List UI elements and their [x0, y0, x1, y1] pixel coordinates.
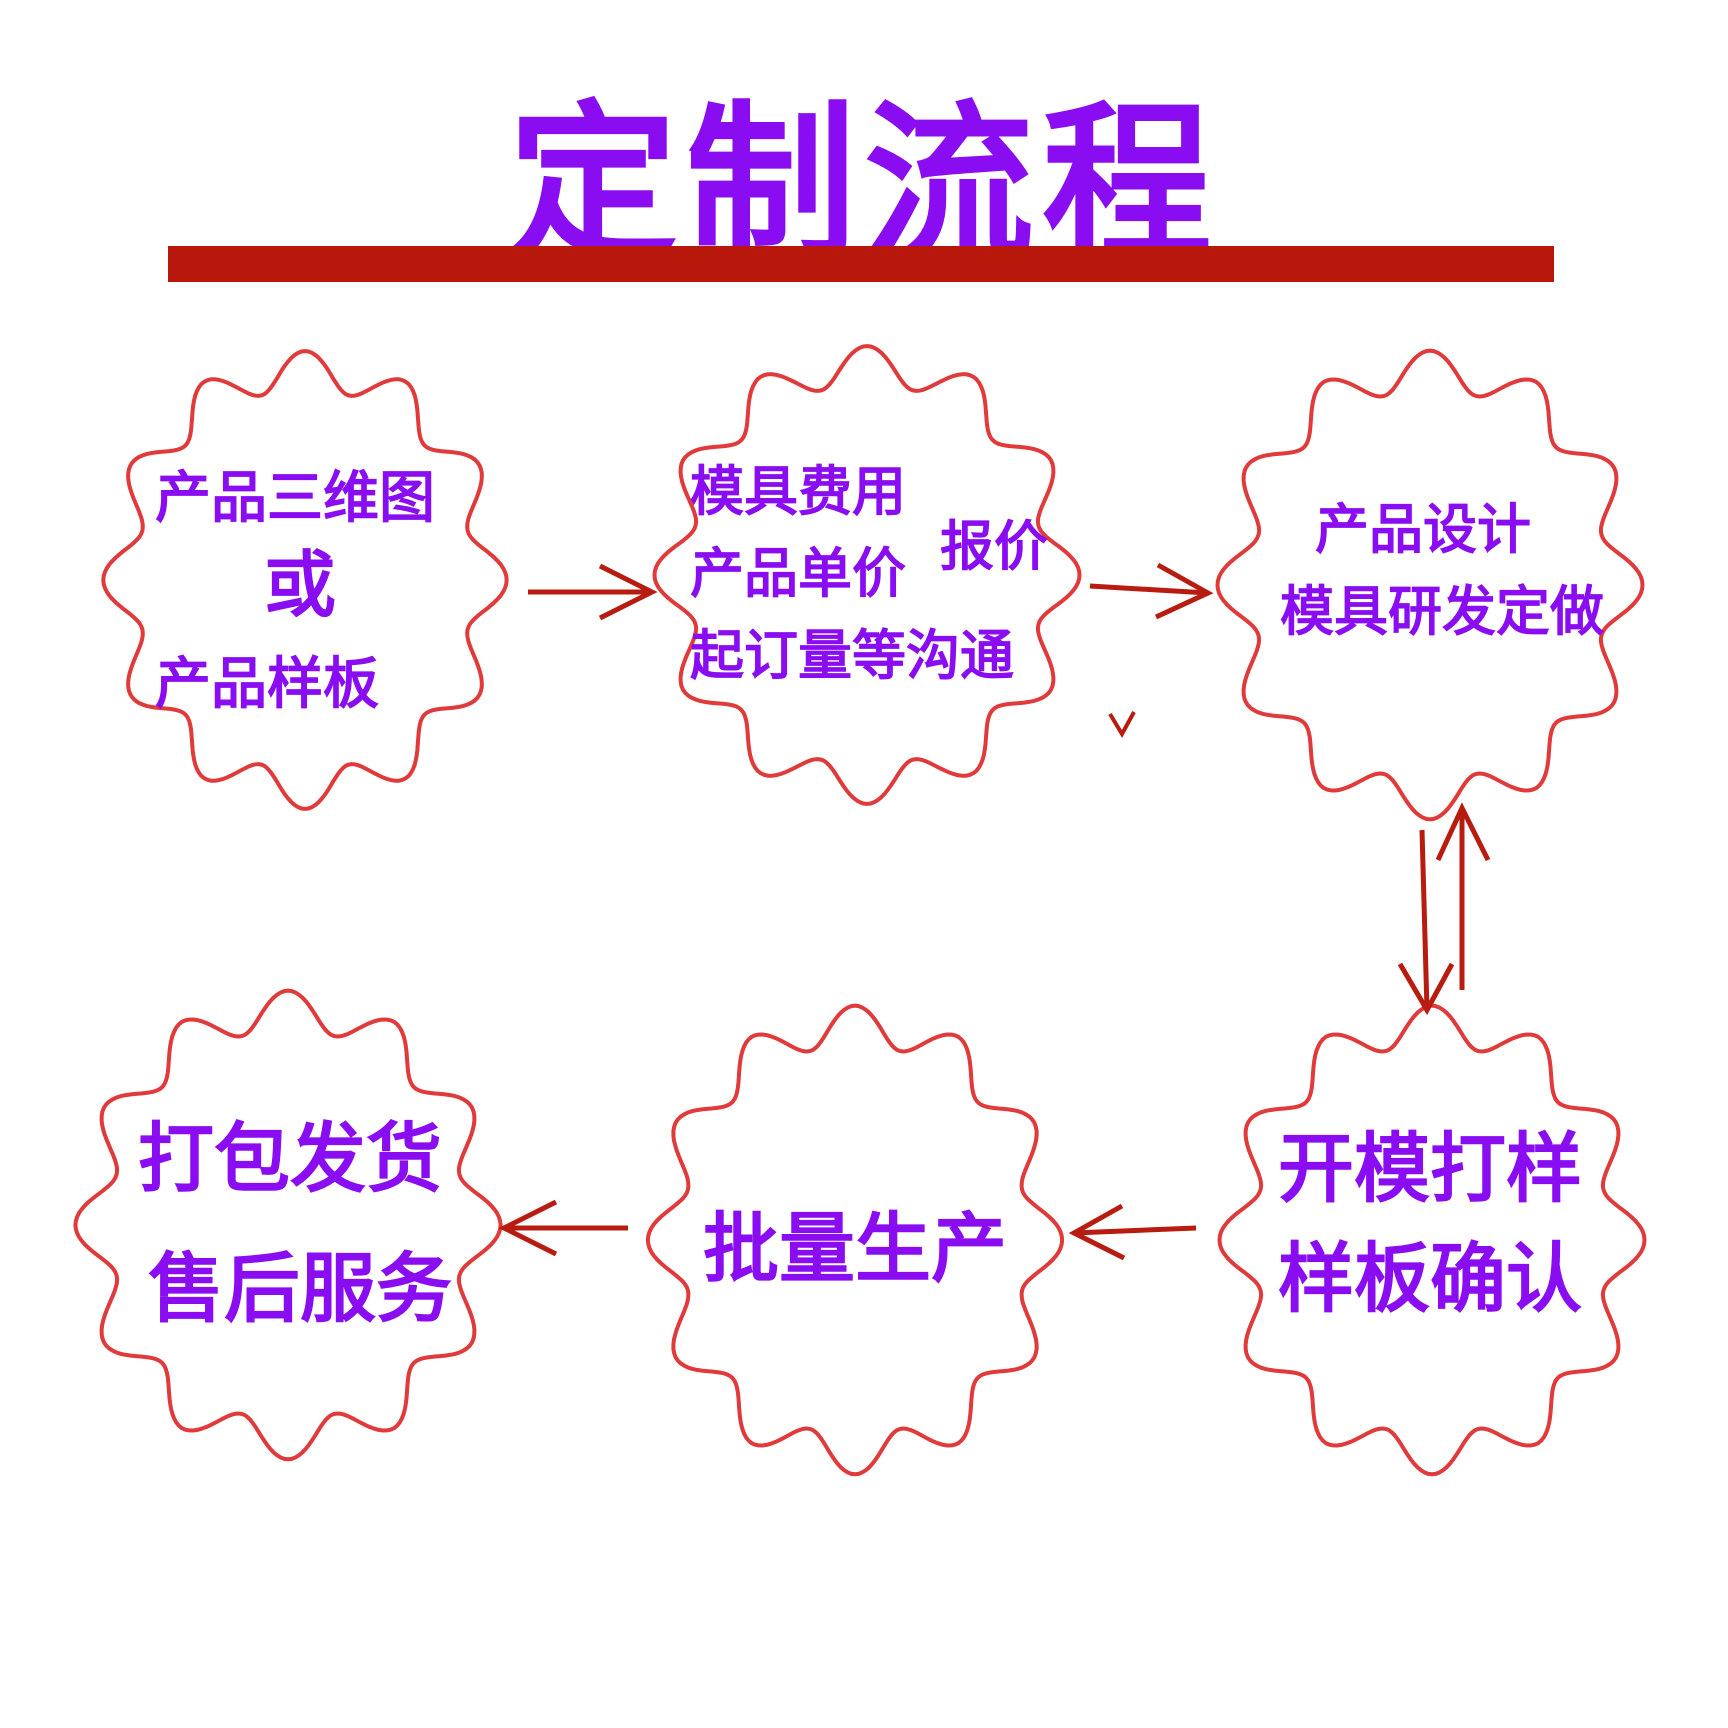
arrow-3-to-4 [1397, 829, 1455, 1016]
node-2-line-4: 报价 [940, 515, 1048, 578]
node-outline-1 [101, 349, 509, 811]
node-4-line-1: 开模打样 [1278, 1124, 1582, 1213]
node-2-line-2: 产品单价 [690, 542, 906, 605]
arrow-1-to-2 [528, 563, 658, 621]
node-outline-6 [73, 988, 503, 1462]
node-6-line-2: 售后服务 [148, 1244, 452, 1333]
node-outline-2 [652, 344, 1082, 806]
node-6-line-1: 打包发货 [138, 1114, 442, 1203]
node-4-line-2: 样板确认 [1278, 1234, 1582, 1323]
node-1-line-3: 产品样板 [155, 652, 379, 717]
title-underline-bar [168, 246, 1554, 282]
node-3-line-2: 模具研发定做 [1280, 580, 1604, 643]
arrow-2-to-3 [1089, 562, 1214, 620]
node-1-line-1: 产品三维图 [155, 466, 435, 531]
node-3-line-1: 产品设计 [1315, 498, 1531, 561]
node-1-line-2: 或 [264, 543, 336, 627]
node-outline-3 [1215, 348, 1645, 822]
stray-mark [1108, 711, 1136, 739]
arrow-4-to-5 [1068, 1203, 1197, 1261]
node-outline-5 [645, 1003, 1065, 1477]
arrow-5-to-6 [498, 1199, 628, 1257]
node-2-line-1: 模具费用 [690, 460, 906, 523]
node-5-line-1: 批量生产 [703, 1204, 1007, 1293]
node-2-line-3: 起订量等沟通 [690, 624, 1014, 687]
arrow-4-to-3 [1435, 802, 1491, 990]
node-outline-4 [1217, 1003, 1647, 1477]
